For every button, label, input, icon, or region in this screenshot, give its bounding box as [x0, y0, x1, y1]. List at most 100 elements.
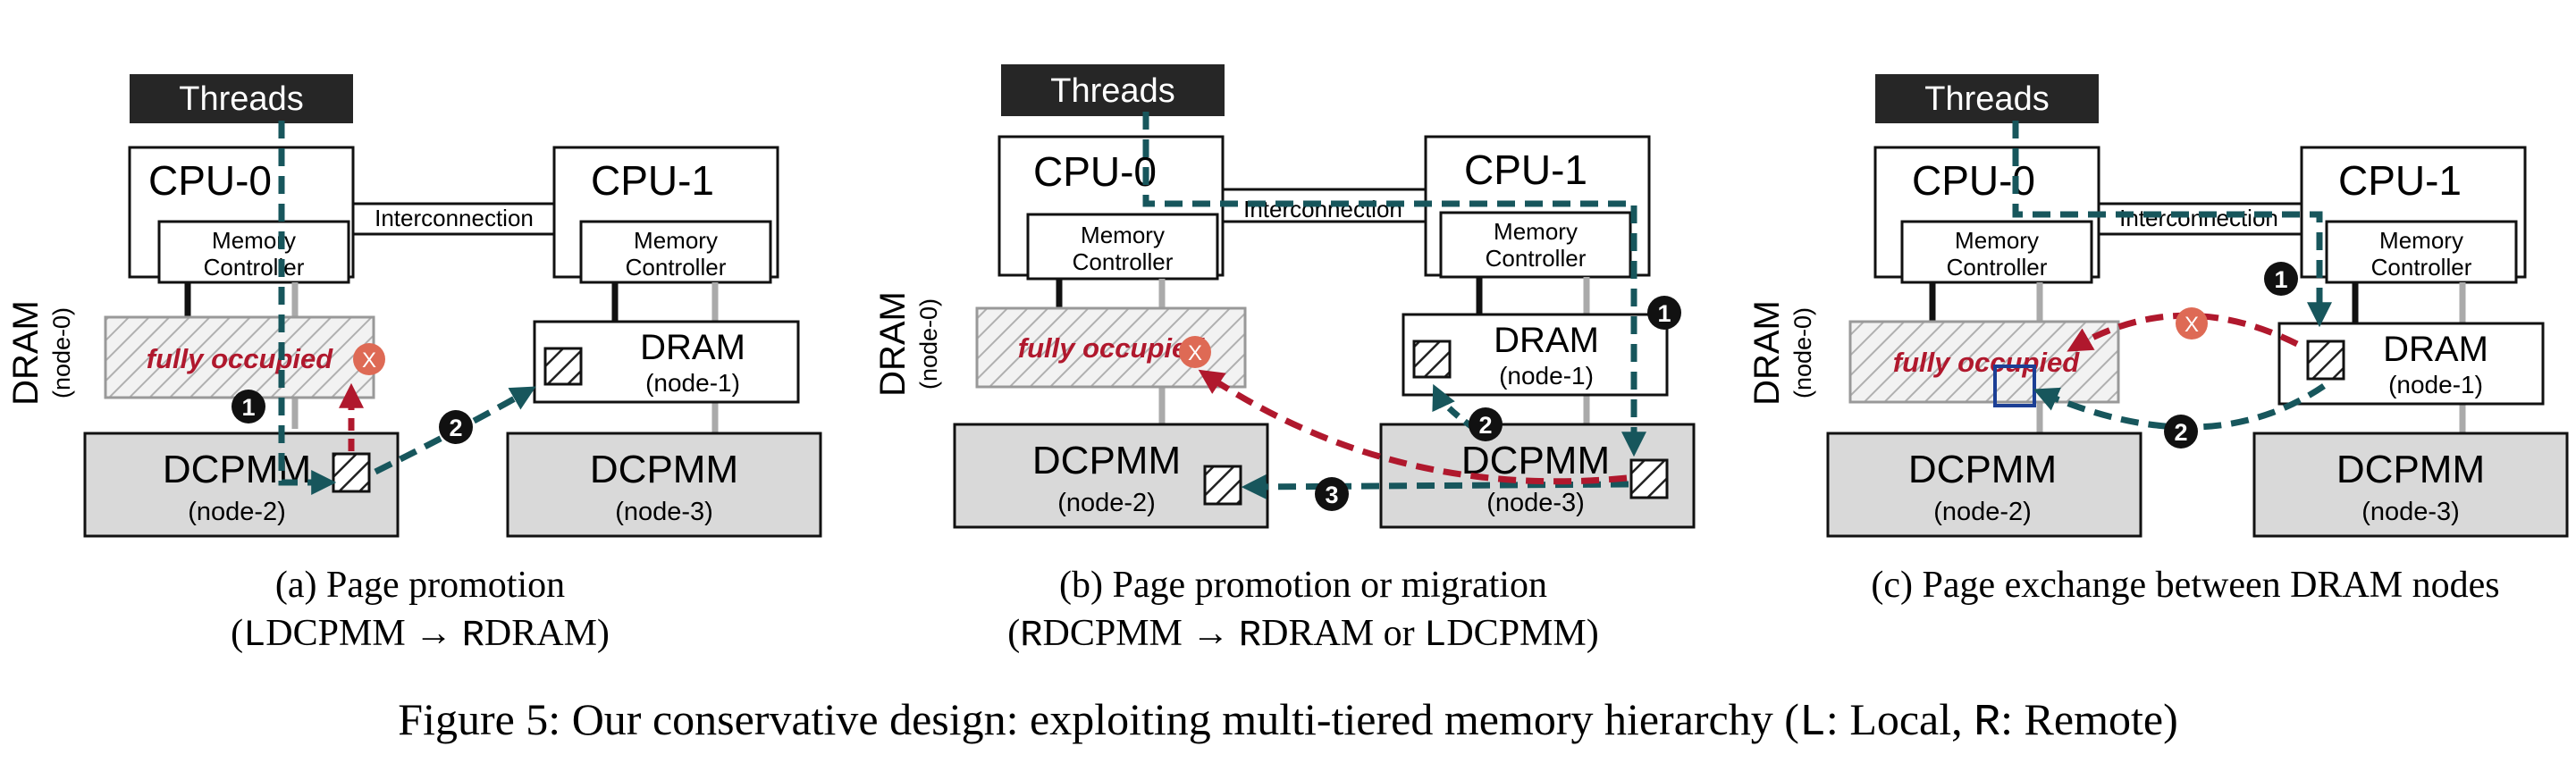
- dram-label: DRAM: [640, 328, 745, 367]
- dcpmm-node-3: DCPMM (node-3): [1379, 423, 1696, 529]
- interconnect-label: Interconnection: [1243, 196, 1402, 222]
- dram-label: DRAM: [1494, 321, 1599, 360]
- threads-label: Threads: [1050, 72, 1174, 110]
- dcpmm-node-3: DCPMM (node-3): [506, 432, 822, 538]
- access-arrow: [2012, 121, 2332, 328]
- x-circle-icon: X: [1179, 336, 1211, 368]
- svg-text:(LDCPMM → RDRAM): (LDCPMM → RDRAM): [231, 613, 610, 657]
- memory-controller-label: Memory: [2379, 227, 2463, 254]
- threads-box: Threads: [1875, 74, 2099, 123]
- interconnect-link: Interconnection: [1223, 188, 1426, 223]
- fully-occupied-label: fully occupied: [1893, 347, 2080, 378]
- svg-text:(b) Page promotion or migratio: (b) Page promotion or migration: [1059, 565, 1547, 606]
- cpu-0-label: CPU-0: [1033, 148, 1157, 195]
- dcpmm-sublabel: (node-3): [615, 498, 713, 526]
- dram-side-sublabel: (node-0): [1789, 307, 1816, 398]
- dram-sublabel: (node-1): [1499, 362, 1594, 390]
- panel-caption: (b) Page promotion or migration (RDCPMM …: [1007, 565, 1598, 657]
- cpu-1-label: CPU-1: [1464, 147, 1587, 193]
- threads-box: Threads: [130, 74, 353, 123]
- hatched-page-icon: [1412, 340, 1452, 379]
- cpu-1-box: CPU-1 Memory Controller: [552, 146, 779, 284]
- step-badge-2: 2: [1469, 407, 1503, 441]
- dcpmm-sublabel: (node-2): [1933, 498, 2032, 526]
- memory-controller-label: Controller: [1073, 248, 1174, 275]
- interconnect-label: Interconnection: [2119, 205, 2278, 231]
- memory-controller-label: Controller: [1947, 254, 2048, 281]
- memory-controller-label: Memory: [634, 227, 718, 254]
- dram-node-1: DRAM (node-1): [533, 320, 800, 404]
- panel-page-promotion: Threads CPU-0 Memory Controller CPU-1 Me…: [6, 74, 822, 657]
- step-badge-3: 3: [1315, 477, 1349, 511]
- svg-text:1: 1: [1657, 300, 1671, 327]
- dram-side-label: DRAM: [6, 300, 46, 406]
- step-badge-1: 1: [232, 390, 265, 423]
- dram-side-label: DRAM: [873, 291, 913, 397]
- svg-text:2: 2: [2174, 419, 2187, 446]
- panel-caption: (c) Page exchange between DRAM nodes: [1871, 565, 2499, 606]
- hatched-page-icon: [2306, 340, 2345, 381]
- dram-sublabel: (node-1): [2388, 371, 2483, 398]
- memory-controller-label: Controller: [2371, 254, 2472, 281]
- dram-label: DRAM: [2383, 330, 2488, 369]
- dcpmm-node-2: DCPMM (node-2): [83, 432, 400, 538]
- dcpmm-node-2: DCPMM (node-2): [1826, 432, 2142, 538]
- panel-page-exchange: Threads CPU-0 Memory Controller CPU-1 Me…: [1747, 74, 2569, 606]
- dcpmm-sublabel: (node-2): [1057, 489, 1156, 517]
- dram-side-sublabel: (node-0): [915, 298, 942, 390]
- figure-caption: Figure 5: Our conservative design: explo…: [398, 694, 2177, 749]
- dram-node-1: DRAM (node-1): [2277, 322, 2545, 406]
- threads-label: Threads: [179, 80, 303, 118]
- svg-text:2: 2: [1478, 412, 1492, 439]
- memory-controller-label: Memory: [1081, 222, 1165, 248]
- memory-controller-label: Memory: [1494, 218, 1578, 245]
- cpu-1-label: CPU-1: [2338, 157, 2462, 204]
- memory-controller-label: Controller: [204, 254, 305, 281]
- svg-text:X: X: [1188, 341, 1202, 365]
- svg-text:(c) Page exchange between DRAM: (c) Page exchange between DRAM nodes: [1871, 565, 2499, 606]
- dcpmm-label: DCPMM: [2336, 448, 2485, 491]
- svg-text:(a) Page promotion: (a) Page promotion: [275, 565, 565, 606]
- exchange-arrow: [2033, 383, 2326, 431]
- interconnect-link: Interconnection: [2099, 202, 2302, 236]
- dcpmm-node-3: DCPMM (node-3): [2252, 432, 2569, 538]
- interconnect-link: Interconnection: [353, 202, 554, 236]
- memory-controller-label: Controller: [626, 254, 727, 281]
- dram-side-sublabel: (node-0): [48, 307, 75, 398]
- step-badge-2: 2: [2164, 415, 2198, 449]
- x-circle-icon: X: [353, 343, 385, 375]
- fully-occupied-label: fully occupied: [147, 343, 333, 374]
- dram-node-1: DRAM (node-1): [1402, 313, 1669, 397]
- dram-node-0: DRAM (node-0) fully occupied: [6, 300, 375, 406]
- cpu-0-box: CPU-0 Memory Controller: [128, 146, 355, 284]
- failed-promotion-arrow: [1198, 369, 1628, 485]
- dcpmm-sublabel: (node-3): [1486, 489, 1585, 517]
- dcpmm-sublabel: (node-2): [188, 498, 286, 526]
- step-badge-1: 1: [2264, 262, 2298, 296]
- dcpmm-node-2: DCPMM (node-2): [953, 423, 1269, 529]
- dcpmm-label: DCPMM: [1032, 439, 1181, 482]
- dcpmm-sublabel: (node-3): [2361, 498, 2460, 526]
- hatched-page-icon: [543, 347, 583, 386]
- fully-occupied-label: fully occupied: [1018, 332, 1205, 364]
- step-badge-1: 1: [1647, 296, 1681, 330]
- interconnect-label: Interconnection: [375, 205, 534, 231]
- cpu-1-label: CPU-1: [591, 157, 714, 204]
- svg-text:X: X: [362, 348, 376, 373]
- memory-controller-label: Memory: [1955, 227, 2039, 254]
- cpu-0-box: CPU-0 Memory Controller: [998, 135, 1225, 281]
- hatched-page-icon: [1629, 458, 1669, 499]
- migration-arrow: [1241, 474, 1629, 499]
- threads-label: Threads: [1924, 80, 2049, 118]
- hatched-page-icon: [332, 452, 371, 493]
- exchanged-page-slot: [1993, 365, 2036, 407]
- dram-sublabel: (node-1): [645, 369, 740, 397]
- memory-controller-label: Controller: [1486, 245, 1587, 272]
- cpu-0-label: CPU-0: [148, 157, 272, 204]
- svg-text:1: 1: [2274, 266, 2287, 293]
- svg-text:2: 2: [449, 415, 462, 441]
- access-arrow: [278, 121, 337, 495]
- panel-caption: (a) Page promotion (LDCPMM → RDRAM): [231, 565, 610, 657]
- panel-page-promotion-or-migration: Threads CPU-0 Memory Controller CPU-1 Me…: [873, 64, 1696, 657]
